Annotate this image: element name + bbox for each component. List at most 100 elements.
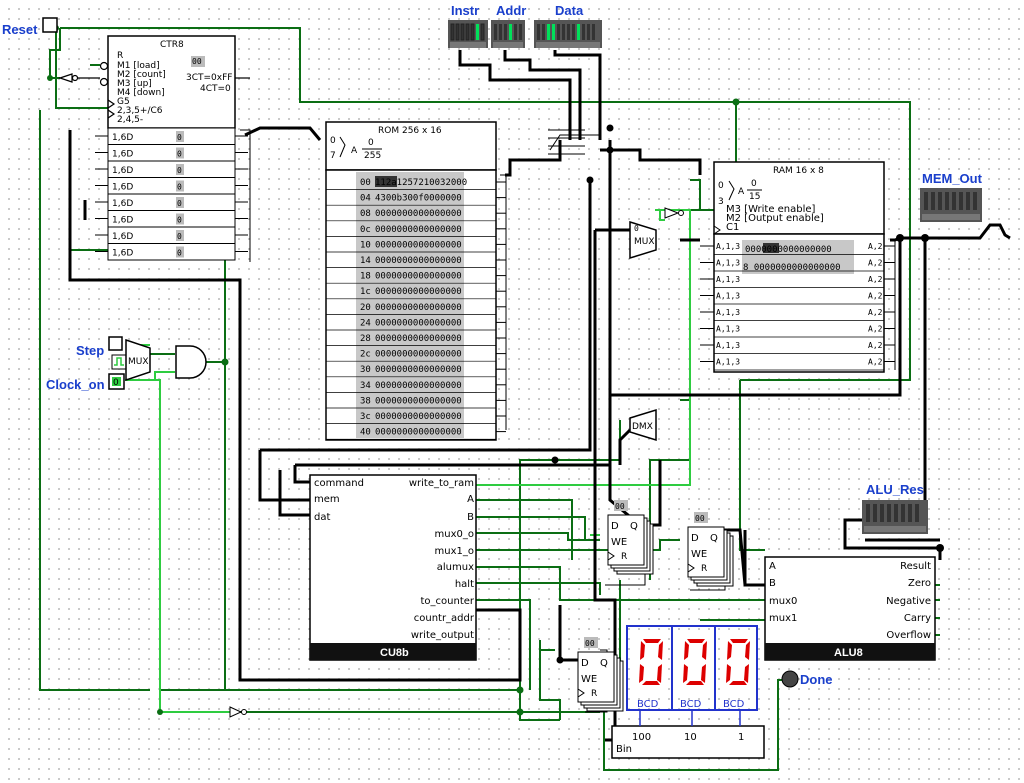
and-gate (175, 345, 207, 379)
junction-dots (53, 25, 740, 716)
ctr8-bit-value: 0 (177, 199, 182, 208)
svg-text:WE: WE (691, 549, 707, 560)
svg-text:100: 100 (632, 732, 651, 743)
ram-title: RAM 16 x 8 (773, 166, 824, 176)
svg-text:1: 1 (738, 732, 744, 743)
bcd-digit-ones: 0 (737, 664, 738, 666)
bcd-digit-hundreds: 0 (650, 664, 651, 666)
rom-256x16: ROM 256 x 16 0 7 A 0 255 (325, 121, 497, 441)
svg-text:40: 40 (360, 428, 371, 438)
svg-text:20: 20 (360, 303, 371, 313)
inverter (229, 706, 247, 718)
ctr8-bit-label: 1,6D (112, 232, 133, 242)
svg-text:mux0_o: mux0_o (435, 529, 474, 540)
rom-row: 34 0000000000000000 (326, 381, 506, 393)
reset-input-pin[interactable] (42, 17, 58, 33)
seven-seg-hundreds (633, 636, 667, 690)
ctr8-bit-value: 0 (177, 183, 182, 192)
svg-text:0: 0 (113, 378, 119, 388)
svg-text:BCD: BCD (680, 699, 702, 710)
svg-text:0000000000000000: 0000000000000000 (375, 381, 462, 391)
svg-text:00: 00 (585, 639, 595, 648)
step-input-pin[interactable] (108, 336, 123, 351)
ctr8-bit-label: 1,6D (112, 133, 133, 143)
ram-port-row: A,1,3 A,2 (700, 358, 895, 371)
done-label: Done (800, 672, 833, 687)
ctr8-line-0: R (117, 51, 123, 61)
svg-text:0: 0 (718, 181, 724, 191)
svg-text:34: 34 (360, 381, 371, 391)
svg-text:10: 10 (360, 240, 371, 250)
svg-text:Zero: Zero (908, 578, 931, 589)
ctr8-bit-label: 1,6D (112, 166, 133, 176)
svg-text:WE: WE (581, 674, 597, 685)
svg-text:A,1,3: A,1,3 (716, 292, 740, 301)
ctr8-counter: CTR8 00 R M1 [load] M2 [count] M3 [up] M… (47, 35, 250, 129)
svg-text:countr_addr: countr_addr (414, 613, 475, 624)
ctr8-line-5: G5 (117, 97, 130, 107)
svg-text:write_to_ram: write_to_ram (409, 478, 474, 489)
svg-text:A,1,3: A,1,3 (716, 358, 740, 367)
svg-text:write_output: write_output (411, 630, 474, 641)
svg-text:BCD: BCD (637, 699, 659, 710)
data-led-display (534, 20, 602, 48)
alu-res-led-display (862, 500, 928, 534)
svg-text:B: B (467, 512, 474, 523)
svg-text:28: 28 (360, 334, 371, 344)
svg-text:0000000000000000: 0000000000000000 (375, 318, 462, 328)
bcd-display: BCD BCD BCD 0 0 0 100 10 1 Bin (611, 625, 765, 759)
svg-text:24: 24 (360, 318, 371, 328)
svg-text:08: 08 (360, 209, 371, 219)
svg-text:A,1,3: A,1,3 (716, 275, 740, 284)
ctr8-bit-value: 0 (177, 216, 182, 225)
addr-led-display (491, 20, 525, 48)
svg-text:mem: mem (314, 494, 340, 505)
svg-text:mux0: mux0 (769, 596, 797, 607)
svg-text:112a1257210032000: 112a1257210032000 (375, 178, 467, 188)
ram-row-8: 8 0000000000000000 (743, 263, 841, 273)
svg-text:dat: dat (314, 512, 330, 523)
svg-text:A,2: A,2 (868, 358, 883, 367)
ctr8-title: CTR8 (160, 40, 184, 50)
svg-text:04: 04 (360, 194, 371, 204)
svg-text:A,2: A,2 (868, 259, 883, 268)
ram-16x8: RAM 16 x 8 0 3 A 0 15 M3 [Write enable] … (664, 161, 885, 373)
svg-text:Q: Q (630, 521, 638, 532)
svg-text:D: D (611, 521, 619, 532)
ctr8-bit-label: 1,6D (112, 199, 133, 209)
svg-text:halt: halt (455, 579, 474, 590)
svg-text:0: 0 (751, 179, 757, 189)
ctr8-bit-value: 0 (177, 249, 182, 258)
svg-text:0000000000000000: 0000000000000000 (375, 287, 462, 297)
svg-text:3: 3 (718, 197, 724, 207)
svg-text:A,1,3: A,1,3 (716, 308, 740, 317)
alu8: ALU8 A B mux0 mux1 Result Zero Negative … (764, 556, 936, 661)
ctr8-min: 4CT=0 (200, 84, 231, 94)
svg-text:0: 0 (330, 136, 336, 146)
svg-text:BCD: BCD (723, 699, 745, 710)
ctr8-line-1: M1 [load] (117, 61, 160, 71)
clock-source (111, 354, 127, 370)
svg-text:D: D (581, 658, 589, 669)
svg-text:R: R (591, 689, 597, 699)
rom-row: 24 0000000000000000 (326, 318, 506, 331)
clock-on-input-pin[interactable]: 0 (108, 373, 125, 390)
alu8-title: ALU8 (834, 647, 863, 659)
seven-seg-ones (720, 636, 754, 690)
ctr8-bit-value: 0 (177, 133, 182, 142)
svg-text:DMX: DMX (632, 422, 653, 432)
svg-text:B: B (769, 578, 776, 589)
svg-text:0: 0 (634, 224, 639, 233)
svg-text:0000000000000000: 0000000000000000 (375, 334, 462, 344)
